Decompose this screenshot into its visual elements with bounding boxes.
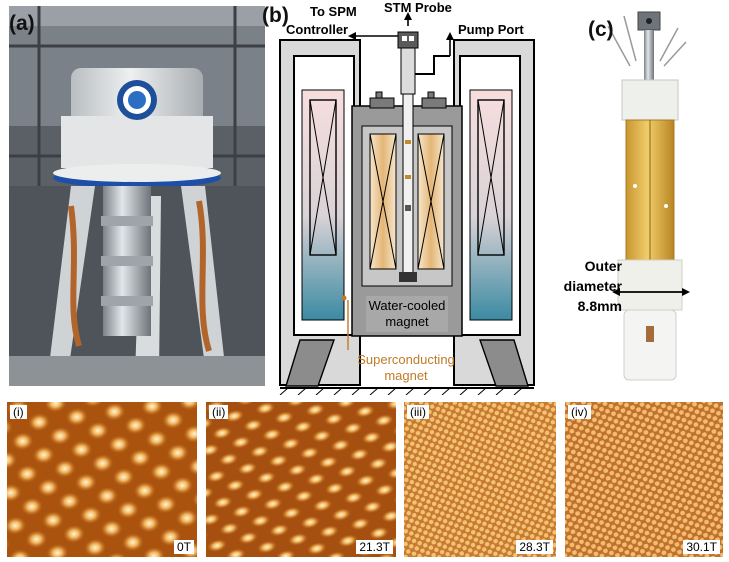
stm-image-3: (iii) 28.3T: [404, 402, 556, 557]
outer-label: Outer: [584, 258, 622, 274]
size-label: 8.8mm: [577, 298, 622, 314]
stm-lattice-image: [7, 402, 197, 557]
stm-field-label: 30.1T: [683, 540, 720, 554]
to-spm-label: To SPM: [310, 4, 357, 19]
panel-a-label: (a): [9, 12, 35, 35]
superconducting-label-line2: magnet: [384, 368, 428, 383]
panel-c-photo: (c) Outer diameter 8.8mm: [560, 6, 725, 386]
panel-a-photo: (a): [9, 6, 265, 386]
superconducting-coil-right: [469, 89, 513, 321]
panel-b-label: (b): [262, 4, 289, 27]
magnet-schematic: [279, 12, 535, 396]
stm-image-index: (i): [10, 405, 27, 419]
leg-left: [285, 339, 335, 387]
stm-image-2: (ii) 21.3T: [206, 402, 396, 557]
superconducting-label-line1: Superconducting: [357, 352, 455, 367]
stm-lattice-image: [206, 402, 396, 557]
diameter-label: diameter: [563, 278, 622, 294]
stm-image-index: (iii): [407, 405, 429, 419]
leg-right: [479, 339, 529, 387]
panel-c-label: (c): [588, 18, 614, 41]
stm-field-label: 0T: [173, 540, 194, 554]
stm-image-4: (iv) 30.1T: [565, 402, 723, 557]
pump-port-label: Pump Port: [458, 22, 524, 37]
stm-field-label: 28.3T: [516, 540, 553, 554]
water-cooled-label-line2: magnet: [385, 314, 429, 329]
stm-field-label: 21.3T: [356, 540, 393, 554]
water-cooled-label-line1: Water-cooled: [368, 298, 446, 313]
panel-b-schematic: (b) To SPM Controller STM Probe Pump Por…: [262, 0, 552, 396]
stm-probe: [397, 31, 419, 282]
controller-label: Controller: [286, 22, 349, 37]
probe-photo: [560, 6, 725, 386]
stm-lattice-image: [404, 402, 556, 557]
stm-image-index: (ii): [209, 405, 229, 419]
superconducting-coil-left: [301, 89, 345, 321]
stm-probe-label: STM Probe: [384, 0, 452, 15]
facility-photo: [9, 6, 265, 386]
stm-image-index: (iv): [568, 405, 591, 419]
stm-image-1: (i) 0T: [7, 402, 197, 557]
stm-lattice-image: [565, 402, 723, 557]
